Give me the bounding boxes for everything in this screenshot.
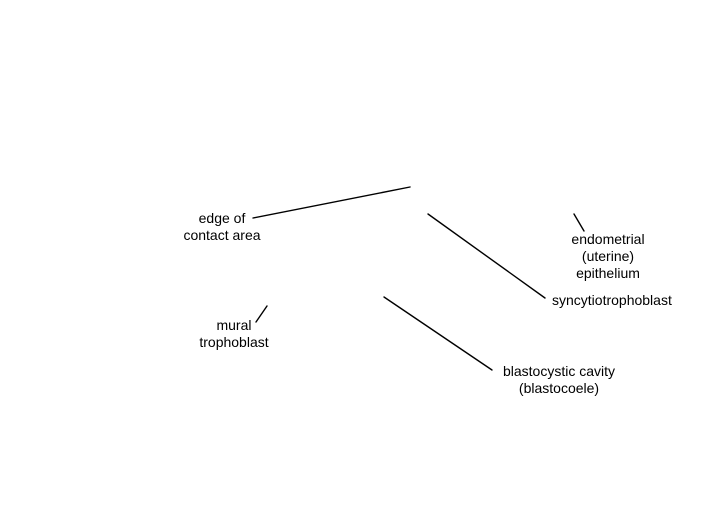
label-endometrial-line3: epithelium [576,265,640,281]
label-syncytiotrophoblast: syncytiotrophoblast [552,292,672,309]
label-mural-trophoblast: mural trophoblast [192,317,276,351]
leader-line-blastocystic-cavity [383,296,493,371]
label-blastocystic-cavity: blastocystic cavity (blastocoele) [494,363,624,397]
label-mural-line2: trophoblast [199,334,269,350]
label-blastocystic-line2: (blastocoele) [518,380,600,396]
leader-line-endometrial-epithelium [573,213,585,232]
label-blastocystic-line1: blastocystic cavity [502,363,616,379]
label-mural-line1: mural [216,317,252,333]
label-edge-of-contact-area-line2: contact area [183,227,261,243]
label-endometrial-line2: (uterine) [581,248,635,264]
label-syncytiotrophoblast-line1: syncytiotrophoblast [552,292,672,308]
label-edge-of-contact-area: edge of contact area [178,210,266,244]
leader-line-edge-of-contact-area [252,186,411,219]
label-edge-of-contact-area-line1: edge of [198,210,246,226]
label-endometrial-epithelium: endometrial (uterine) epithelium [560,231,656,282]
leader-line-syncytiotrophoblast [427,213,546,299]
label-endometrial-line1: endometrial [571,231,645,247]
